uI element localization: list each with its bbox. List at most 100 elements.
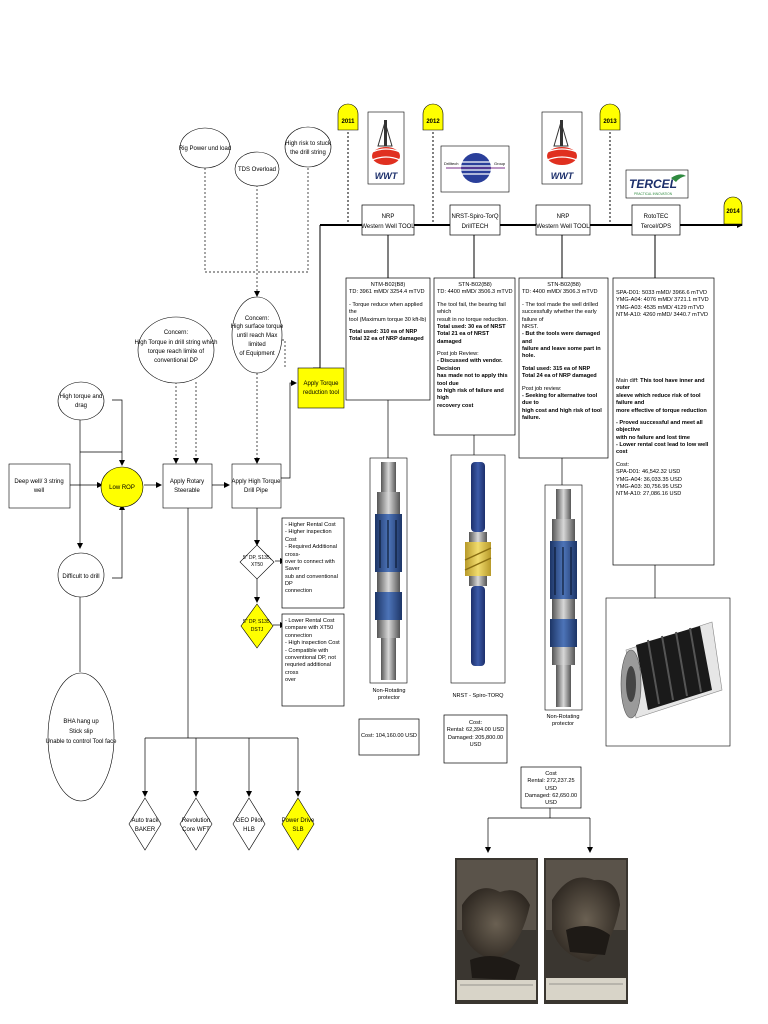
tool-name: NRP xyxy=(557,214,570,220)
svg-text:until reach Max: until reach Max xyxy=(237,333,278,339)
svg-text:High surface torque: High surface torque xyxy=(231,324,284,330)
tool-box-rototec-2014: RotoTEC Tercel/OPS xyxy=(631,204,681,236)
node-xt50-diamond: 5" DP, S135, XT50 xyxy=(239,544,275,580)
cost-nrp-2: Cost Rental: 272,237.25 USD Damaged: 62,… xyxy=(524,771,578,807)
svg-text:of Equipment: of Equipment xyxy=(239,351,275,357)
svg-text:well: well xyxy=(33,488,44,494)
rss-auto-track: Auto track BAKER xyxy=(128,797,162,851)
main-diff-p2: with no failure and lost time xyxy=(616,434,690,441)
svg-text:5" DP, S135,: 5" DP, S135, xyxy=(243,555,271,561)
wwt-wordmark: WWT xyxy=(375,171,399,181)
svg-text:Unable to control Tool face: Unable to control Tool face xyxy=(46,739,118,745)
xt50-notes: - Higher Rental Cost - Higher inspection… xyxy=(285,522,338,595)
wwt-logo-2013: WWT xyxy=(541,111,583,185)
svg-text:Power Drive: Power Drive xyxy=(282,818,315,824)
caption-nrp-1: Non-Rotating protector xyxy=(372,688,406,702)
roto-well-4: NTM-A10: 4260 mMD/ 3440.7 mTVD xyxy=(616,312,709,319)
svg-text:Low ROP: Low ROP xyxy=(109,485,135,491)
roto-well-2: YMG-A04: 4076 mMD/ 3721.1 mTVD xyxy=(616,297,709,304)
svg-text:Auto track: Auto track xyxy=(131,818,159,824)
year-label-2014: 2014 xyxy=(726,209,740,215)
wwt-logo-2011: WWT xyxy=(367,111,405,185)
tool-box-nrst-2012: NRST-Spiro-TorQ DrillTECH xyxy=(449,204,501,236)
node-rig-power: Rig Power und load xyxy=(179,127,231,169)
node-tds-overload: TDS Overload xyxy=(234,151,280,187)
main-diff-d2: sleeve which reduce risk of tool failure… xyxy=(616,392,701,407)
svg-text:Apply Torque: Apply Torque xyxy=(304,381,340,387)
year-marker-2013: 2013 xyxy=(599,103,621,131)
stn2-n2: successfully whether the early failure o… xyxy=(522,309,597,323)
box-frames xyxy=(281,277,715,809)
node-low-rop: Low ROP xyxy=(100,466,144,508)
tool-box-nrp-2013: NRP Western Well TOOL xyxy=(535,204,591,236)
rss-power-drive: Power Drive SLB xyxy=(281,797,315,851)
node-concern-drill-string: Concern: High Torque in drill string whi… xyxy=(135,316,218,384)
svg-text:DSTJ: DSTJ xyxy=(251,627,264,633)
year-label-2013: 2013 xyxy=(603,119,617,125)
wwt-wordmark-2013: WWT xyxy=(551,171,575,181)
stn2-r2: high cost and high risk of tool failure. xyxy=(522,407,602,421)
nrp-tool-image-1 xyxy=(369,457,408,684)
main-diff-c4: NTM-A10: 27,086.16 USD xyxy=(616,491,682,498)
nrp-tool-image-2 xyxy=(544,484,583,711)
stn1-r1: - Discussed with vendor. Decision xyxy=(437,358,503,372)
svg-text:5" DP, S135,: 5" DP, S135, xyxy=(243,619,271,625)
cost-nrst: Cost: Rental: 62,394.00 USD Damaged: 205… xyxy=(446,720,505,748)
flow-connectors xyxy=(70,160,656,853)
stn2-review: Post job review: xyxy=(522,385,562,392)
stn1-r2: has made not to apply this tool due xyxy=(437,373,508,387)
stn2-n4: - But the tools were damaged and xyxy=(522,331,601,345)
svg-text:Revolution: Revolution xyxy=(182,818,210,824)
stn1-used1: Total used: 30 ea of NRST xyxy=(437,323,506,330)
node-apply-torque-reduction: Apply Torque reduction tool xyxy=(297,367,345,409)
svg-text:conventional DP: conventional DP xyxy=(154,358,198,364)
caption-nrst: NRST - Spiro-TORQ xyxy=(452,693,504,699)
tercel-tagline: PRACTICAL INNOVATION xyxy=(634,192,673,196)
damaged-tool-photo-2 xyxy=(544,858,628,1004)
ntm-b02-info: NTM-B02(B8) TD: 3961 mMD/ 3254.4 mTVD - … xyxy=(347,280,429,346)
svg-text:BAKER: BAKER xyxy=(135,827,156,833)
dsti-notes: - Lower Rental Cost compare with XT50 co… xyxy=(285,618,340,683)
main-diff-d3: more effective of torque reduction xyxy=(616,407,707,414)
stn2-r1: - Seeking for alternative tool due to xyxy=(522,392,598,407)
svg-text:torque reach limite of: torque reach limite of xyxy=(148,349,204,355)
ntm-note1: - Torque reduce when applied the xyxy=(349,301,423,316)
svg-text:Deep well/ 3 string: Deep well/ 3 string xyxy=(14,479,63,485)
stn1-r4: recovery cost xyxy=(437,402,474,409)
stn2-title: STN-B02(B8) xyxy=(547,282,581,288)
stn2-n5: failure and leave some part in hole. xyxy=(522,346,601,360)
drilltech-wordmark-left: Drilltech xyxy=(444,161,458,166)
svg-text:drag: drag xyxy=(75,403,87,409)
stn1-note2: result in no torque reduction. xyxy=(437,316,508,323)
node-concern-surface-torque: Concern: High surface torque until reach… xyxy=(231,296,284,374)
drilltech-wordmark-right: Group xyxy=(494,161,506,166)
rototec-main-diff: Main diff: This tool have inner and oute… xyxy=(614,376,713,501)
node-dsti-diamond: 5" DP, S135, DSTJ xyxy=(240,603,274,649)
svg-text:Concern:: Concern: xyxy=(245,316,270,322)
node-difficult-to-drill: Difficult to drill xyxy=(57,552,105,598)
drilltech-logo: Drilltech Group xyxy=(440,145,510,193)
svg-text:Rig Power und load: Rig Power und load xyxy=(179,146,231,152)
svg-text:Drill Pipe: Drill Pipe xyxy=(244,488,269,494)
svg-text:GEO Pilot: GEO Pilot xyxy=(236,818,263,824)
svg-text:BHA hang up: BHA hang up xyxy=(63,719,99,725)
main-diff-p3: - Lower rental cost lead to low well cos… xyxy=(616,442,709,456)
main-diff-p1: - Proved successful and meet all objecti… xyxy=(616,419,703,434)
year-marker-2011: 2011 xyxy=(337,103,359,131)
svg-text:Core WFT: Core WFT xyxy=(182,827,210,833)
svg-text:Apply High Torque: Apply High Torque xyxy=(232,479,282,485)
svg-text:XT50: XT50 xyxy=(251,562,263,568)
svg-text:limited: limited xyxy=(248,342,265,348)
svg-text:Apply Rotary: Apply Rotary xyxy=(170,479,204,485)
main-diff-d1: This tool have inner and outer xyxy=(616,378,705,392)
tool-vendor: Western Well TOOL xyxy=(361,224,415,230)
node-apply-rotary-steerable: Apply Rotary Steerable xyxy=(162,463,213,509)
tool-name: NRP xyxy=(382,214,395,220)
roto-well-3: YMG-A03: 4535 mMD/ 4129 mTVD xyxy=(616,304,704,311)
ntm-title: NTM-B02(B8) xyxy=(370,282,406,288)
stn2-n3: NRST. xyxy=(522,323,539,330)
stn2-used2: Total 24 ea of NRP damaged xyxy=(522,373,597,380)
svg-text:High Torque in drill string wh: High Torque in drill string which xyxy=(135,340,218,346)
stn1-used2: Total 21 ea of NRST damaged xyxy=(437,331,490,345)
stn-b02-nrp-info: STN-B02(B8) TD: 4400 mMD/ 3506.3 mTVD - … xyxy=(520,280,608,424)
